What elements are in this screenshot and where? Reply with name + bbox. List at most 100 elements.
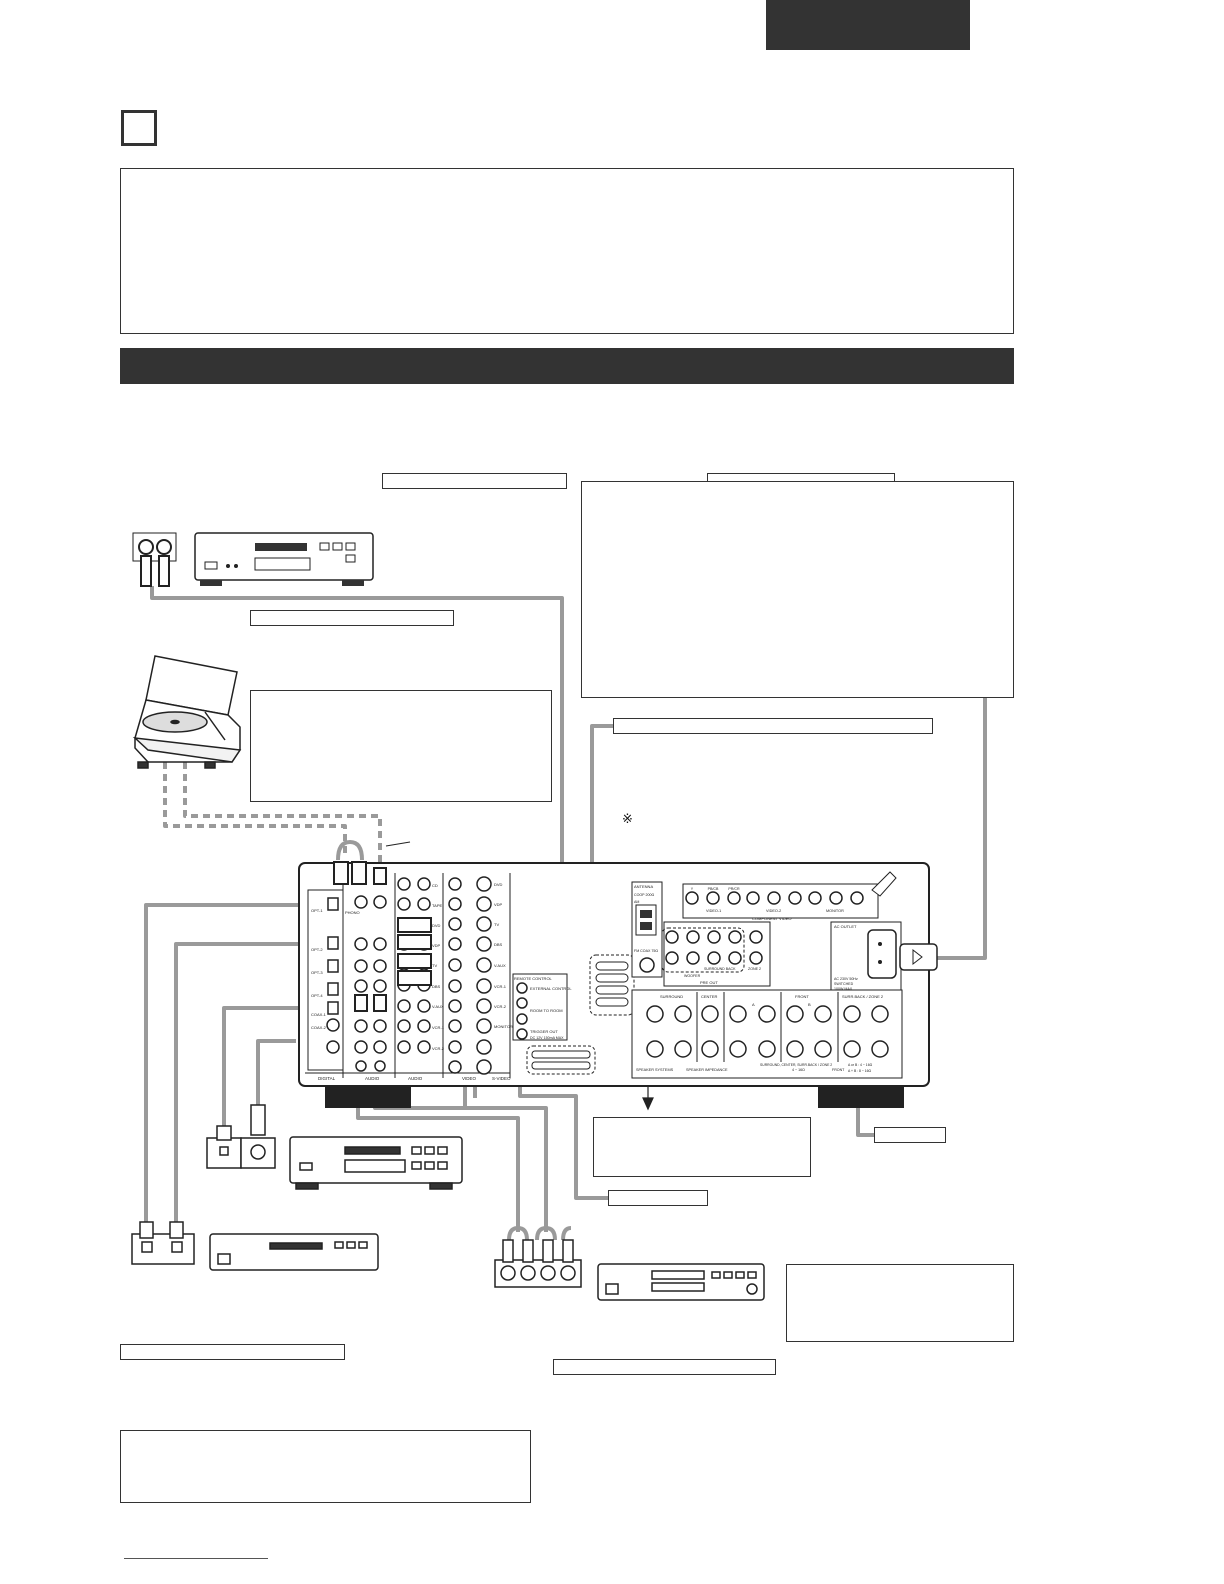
label-front-b: B — [808, 1002, 811, 1007]
label-preout-zone2: ZONE 2 — [748, 967, 761, 971]
label-video-in-8: MONITOR — [494, 1024, 513, 1029]
label-antenna-am: AM — [634, 900, 639, 904]
receiver-rear-panel — [298, 861, 938, 1108]
label-speaker-systems: SPEAKER SYSTEMS — [636, 1068, 674, 1072]
label-speaker-front: FRONT — [795, 994, 809, 999]
label-video-in-3: TV — [494, 922, 499, 927]
dvd-player-jacks — [131, 1221, 195, 1265]
cable-coax — [256, 1039, 296, 1105]
label-antenna-fm: FM COAX 75Ω — [634, 949, 658, 953]
footer-link-line — [124, 1558, 268, 1559]
label-video-in-2: VDP — [494, 902, 503, 907]
page-header-tab — [766, 0, 970, 50]
label-video-in-6: VCR-1 — [494, 984, 507, 989]
notes-box — [120, 168, 1014, 334]
label-ac-spec-2: SWITCHED — [834, 982, 854, 986]
turntable-illustration — [132, 655, 242, 769]
bottom-notes-box — [120, 1430, 531, 1503]
label-audio-in-3: DVD — [432, 923, 441, 928]
cd-player-illustration — [194, 532, 374, 586]
cable-opt-2 — [174, 942, 300, 1234]
label-remote-3: TRIGGER OUT — [530, 1029, 558, 1034]
cable-turntable — [163, 762, 347, 858]
label-audio-in-4: VDP — [432, 943, 441, 948]
label-digital-6: COAX-2 — [311, 1025, 327, 1030]
label-video-in-1: DVD — [494, 882, 503, 887]
label-audio-in-6: DBS — [432, 984, 441, 989]
label-digital-2: OPT-2 — [311, 947, 323, 952]
label-speaker-front-imp: FRONT — [832, 1068, 845, 1072]
label-speaker-imp-group: SURROUND, CENTER, SURR.BACK / ZONE 2 — [760, 1063, 832, 1067]
label-preout — [613, 718, 933, 734]
connection-notes-box — [581, 481, 1014, 698]
label-tape-deck — [553, 1359, 776, 1375]
label-audio-in-5: TV — [432, 963, 437, 968]
label-speaker-imp-value: 4 ~ 16Ω — [792, 1068, 805, 1072]
label-component-video1: VIDEO-1 — [706, 909, 721, 913]
label-svideo-section: S-VIDEO — [492, 1076, 511, 1081]
label-power-cord — [874, 1127, 946, 1143]
label-ac-spec-1: AC 230V 50Hz — [834, 977, 858, 981]
label-video-in-4: DBS — [494, 942, 503, 947]
label-audio-in-2: TAPE — [432, 903, 442, 908]
label-preout-woofer: WOOFER — [684, 974, 701, 978]
label-turntable — [250, 610, 454, 626]
label-remote-2: ROOM TO ROOM — [530, 1008, 563, 1013]
label-digital-5: COAX-1 — [311, 1012, 327, 1017]
note-symbol: ※ — [622, 811, 633, 826]
label-video-section: VIDEO — [462, 1076, 477, 1081]
label-component-ch-2: PB/CB — [708, 887, 719, 891]
label-ac-spec-3: 100W MAX — [834, 987, 853, 991]
label-video-in-5: V.AUX — [494, 963, 506, 968]
label-speaker-front-ab: A or B : 4 ~ 16Ω — [848, 1063, 873, 1067]
label-trigger — [608, 1190, 708, 1206]
label-digital-4: OPT-4 — [311, 993, 323, 998]
turntable-notes-box — [250, 690, 552, 802]
label-digital-section: DIGITAL — [318, 1076, 336, 1081]
label-digital-3: OPT-3 — [311, 970, 323, 975]
label-cd-player — [382, 473, 567, 489]
cd-player-jacks — [132, 532, 177, 587]
label-speaker-front-aplusb: A + B : 8 ~ 16Ω — [848, 1069, 872, 1073]
section-heading-bar — [120, 348, 1014, 384]
label-component-ch-3: PR/CR — [728, 887, 740, 891]
label-preout-section: PRE OUT — [700, 980, 718, 985]
label-ac-section: AC OUTLET — [834, 924, 857, 929]
label-antenna-coop: COOP 200Ω — [634, 893, 655, 897]
md-recorder-jacks — [206, 1104, 276, 1169]
room-to-room-box — [593, 1117, 811, 1177]
label-audio-in-8: VCR-1 — [432, 1025, 445, 1030]
tape-deck-illustration — [597, 1263, 765, 1301]
cable-opt-1 — [144, 903, 300, 1234]
label-remote-section: REMOTE CONTROL — [514, 976, 553, 981]
label-digital-1: OPT-1 — [311, 908, 323, 913]
md-recorder-illustration — [289, 1136, 463, 1190]
label-speaker-sb-zone2: SURR.BACK / ZONE 2 — [842, 994, 884, 999]
label-component-section: COMPONENT VIDEO — [752, 916, 792, 921]
label-component-ch-1: Y — [691, 887, 694, 891]
label-md-recorder — [120, 1344, 345, 1360]
tape-notes-box — [786, 1264, 1014, 1342]
label-component-monitor: MONITOR — [826, 909, 844, 913]
dvd-player-illustration — [209, 1233, 379, 1271]
label-antenna-section: ANTENNA — [634, 884, 653, 889]
cable-opt-4 — [222, 1006, 300, 1132]
label-video-in-7: VCR-2 — [494, 1004, 507, 1009]
section-marker-square — [121, 110, 157, 146]
label-speaker-impedance: SPEAKER IMPEDANCE — [686, 1068, 728, 1072]
cable-ac-to-box — [937, 698, 987, 960]
label-trigger-spec: DC 12V 150mA MAX — [530, 1036, 564, 1040]
label-remote-1: EXTERNAL CONTROL — [530, 986, 572, 991]
label-preout-sb: SURROUND BACK — [704, 967, 736, 971]
label-front-a: A — [752, 1002, 755, 1007]
label-audio-section-2: AUDIO — [408, 1076, 423, 1081]
cable-turntable-gnd — [183, 762, 382, 870]
label-audio-in-7: V.AUX — [432, 1004, 444, 1009]
gnd-pointer — [385, 841, 411, 847]
label-component-video2: VIDEO-2 — [766, 909, 781, 913]
tape-cable-loops — [336, 839, 572, 1241]
label-audio-section: AUDIO — [365, 1076, 380, 1081]
label-audio-in-9: VCR-2 — [432, 1046, 445, 1051]
label-audio-in-1: CD — [432, 883, 438, 888]
